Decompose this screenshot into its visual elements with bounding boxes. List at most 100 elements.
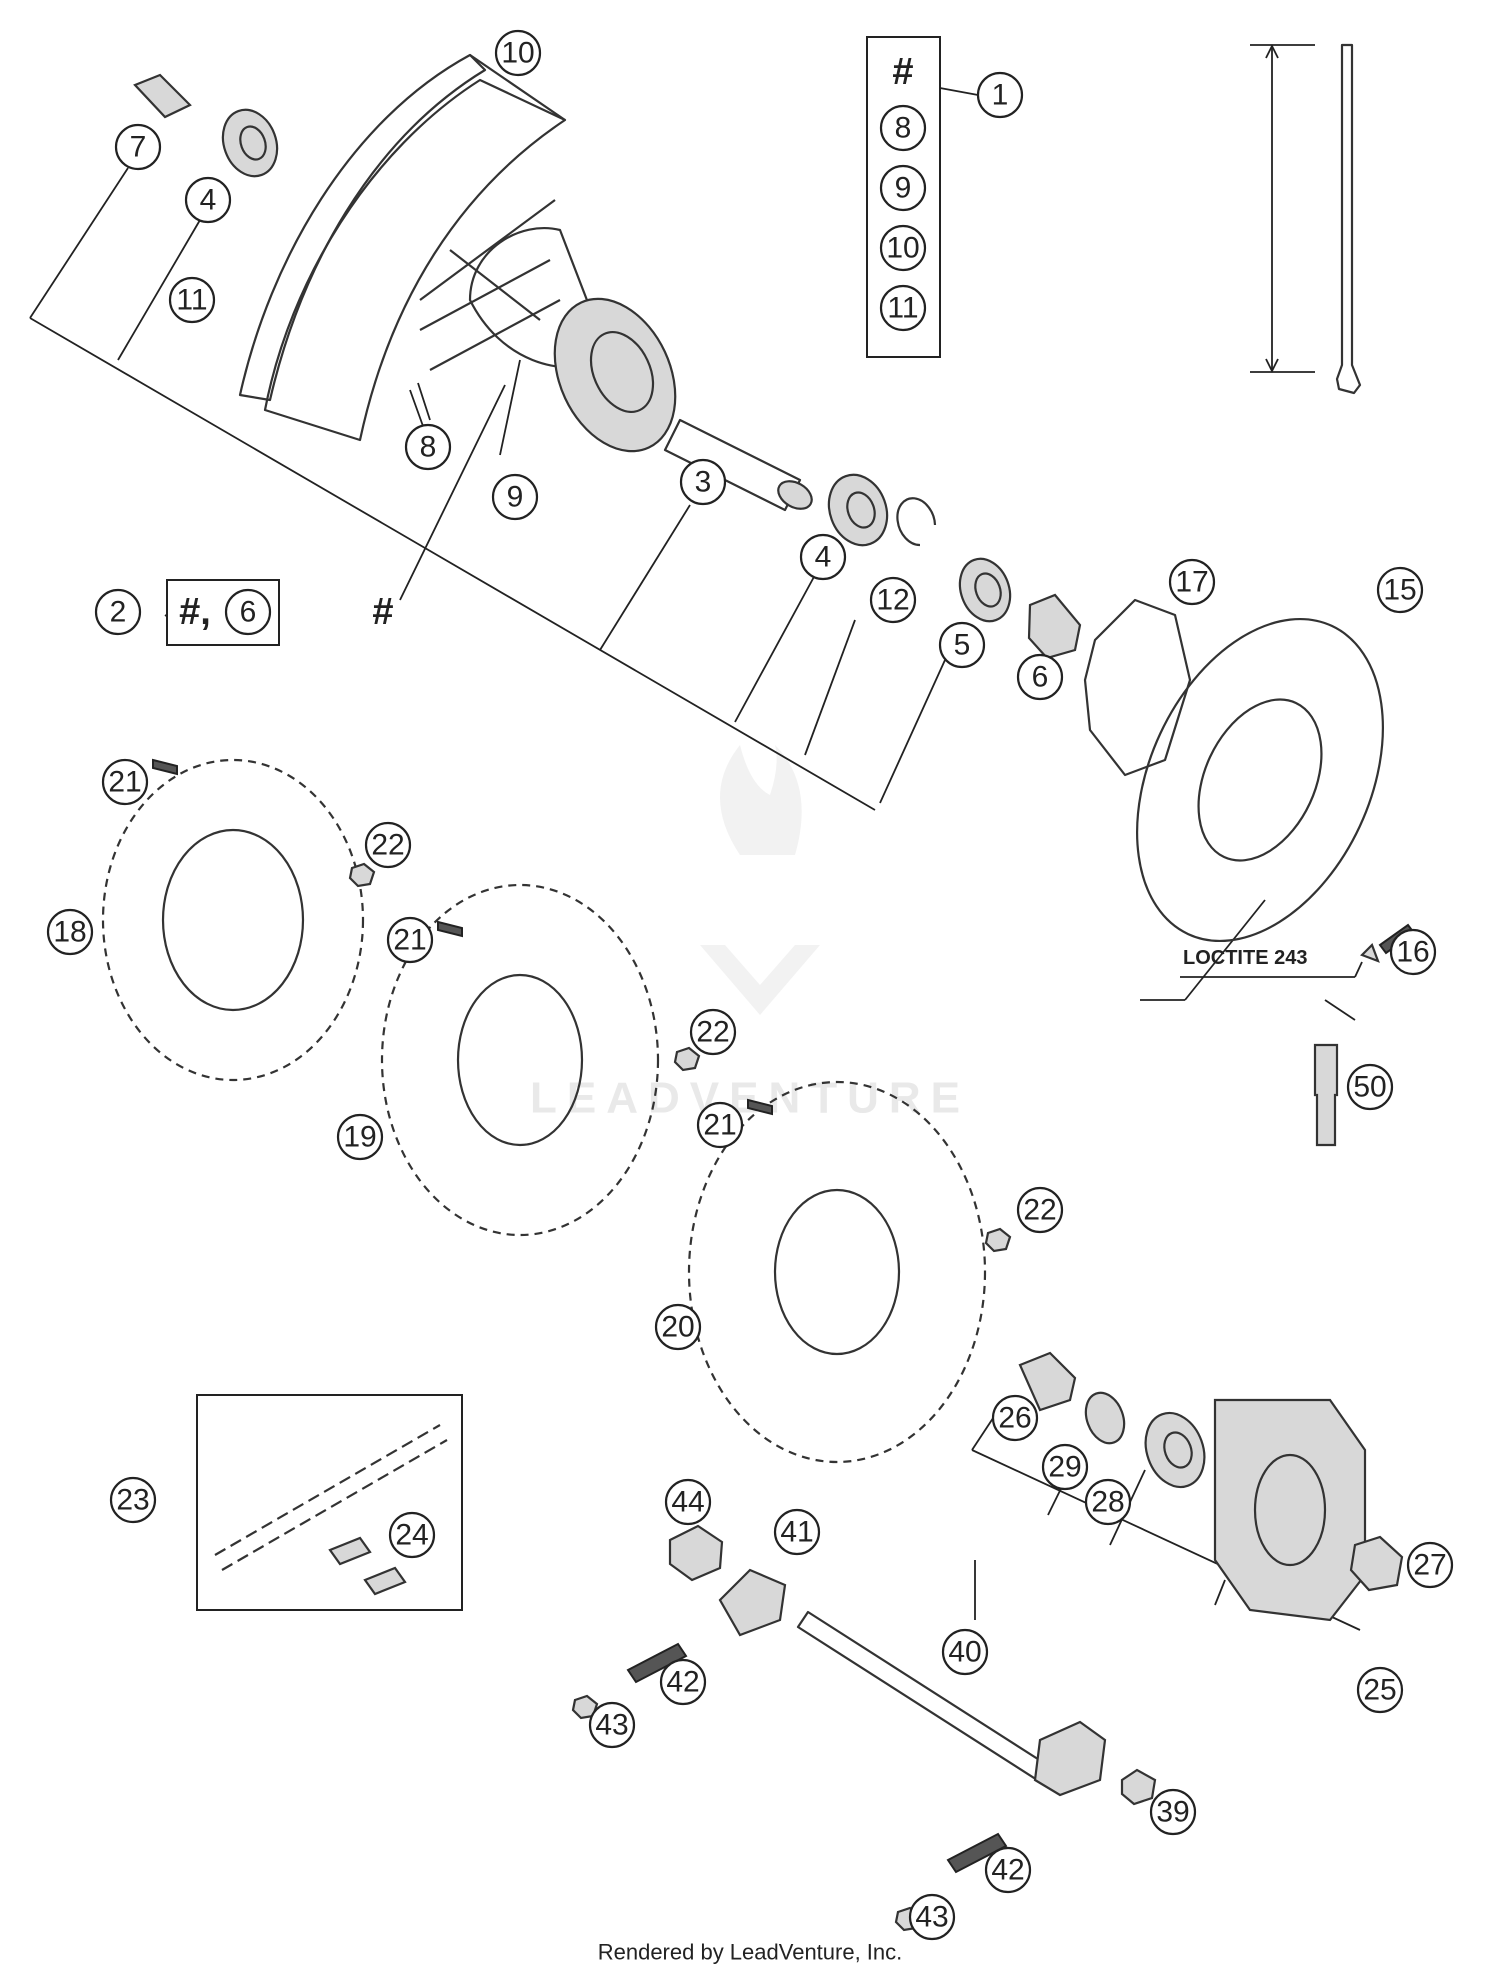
svg-text:21: 21 [703,1109,736,1142]
kit-box-1-item-11: 11 [879,284,927,332]
svg-text:10: 10 [501,37,534,70]
svg-text:23: 23 [116,1484,149,1517]
svg-text:28: 28 [1091,1486,1124,1519]
damper-rubbers [1349,1535,1404,1592]
callout-44: 44 [664,1478,712,1526]
callout-17: 17 [1168,558,1216,606]
kit-box-2-item-6: 6 [224,588,272,636]
svg-text:40: 40 [948,1636,981,1669]
axle-cap [1120,1768,1157,1806]
loctite-tube [1313,1043,1339,1147]
callout-4-mid: 4 [799,533,847,581]
sprocket-carrier [1213,1398,1367,1622]
watermark-text: LEADVENTURE [530,1074,970,1123]
callout-43-b: 43 [908,1893,956,1941]
watermark-logo [700,745,820,1015]
callout-39: 39 [1149,1788,1197,1836]
svg-text:43: 43 [595,1709,628,1742]
footer-credit: Rendered by LeadVenture, Inc. [598,1940,903,1965]
callout-22-c: 22 [1016,1186,1064,1234]
callout-19: 19 [336,1113,384,1161]
callout-10: 10 [494,29,542,77]
svg-text:11: 11 [176,284,207,317]
svg-text:8: 8 [420,431,437,464]
sprocket-19 [380,883,660,1237]
svg-text:26: 26 [998,1402,1031,1435]
svg-text:5: 5 [954,629,971,662]
svg-text:11: 11 [887,292,918,325]
sprocket-18 [101,758,365,1082]
circlip [896,497,937,547]
callout-8: 8 [404,423,452,471]
svg-text:4: 4 [815,541,832,574]
svg-text:10: 10 [886,232,919,265]
kit-box-1-item-9: 9 [879,164,927,212]
svg-text:17: 17 [1175,566,1208,599]
spacer-tube [663,418,813,512]
svg-text:2: 2 [110,596,127,629]
brake-disc [1136,617,1384,943]
callout-42-a: 42 [659,1658,707,1706]
sprocket-bolts [152,758,1012,1253]
callout-23: 23 [109,1476,157,1524]
svg-text:50: 50 [1353,1071,1386,1104]
rim [238,53,567,442]
callout-18: 18 [46,908,94,956]
callout-29: 29 [1041,1443,1089,1491]
svg-text:4: 4 [200,184,217,217]
svg-text:16: 16 [1396,936,1429,969]
svg-text:41: 41 [780,1516,813,1549]
callout-26: 26 [991,1394,1039,1442]
callout-50: 50 [1346,1063,1394,1111]
svg-text:19: 19 [343,1121,376,1154]
carrier-bushing [1018,1351,1077,1412]
callout-21-c: 21 [696,1101,744,1149]
axle [796,1610,1107,1797]
svg-text:22: 22 [371,829,404,862]
callout-43-a: 43 [588,1701,636,1749]
kit-box-2-hash: #, [179,591,211,633]
callout-27: 27 [1406,1541,1454,1589]
seal-ring [958,557,1012,623]
svg-text:22: 22 [1023,1194,1056,1227]
svg-text:24: 24 [395,1519,428,1552]
svg-text:44: 44 [671,1486,704,1519]
svg-text:29: 29 [1048,1451,1081,1484]
svg-text:7: 7 [130,131,147,164]
axle-nut [668,1524,724,1582]
loctite-label: LOCTITE 243 [1180,947,1363,978]
callout-15: 15 [1376,566,1424,614]
svg-text:18: 18 [53,916,86,949]
svg-text:8: 8 [895,112,912,145]
callout-40: 40 [941,1628,989,1676]
chain-adjuster [718,1568,787,1637]
bearing-top [221,108,279,178]
spacer-6 [1027,593,1082,660]
callout-21-a: 21 [101,758,149,806]
kit-box-1-hash: # [892,51,913,93]
callout-24: 24 [388,1511,436,1559]
svg-text:25: 25 [1363,1674,1396,1707]
callout-41: 41 [773,1508,821,1556]
callout-1: 1 [976,71,1024,119]
svg-text:27: 27 [1413,1549,1446,1582]
callout-22-b: 22 [689,1008,737,1056]
callout-28: 28 [1084,1478,1132,1526]
svg-text:LOCTITE 243: LOCTITE 243 [1183,947,1307,969]
callout-42-b: 42 [984,1846,1032,1894]
callout-25: 25 [1356,1666,1404,1714]
callout-22-a: 22 [364,821,412,869]
chain-box [196,1394,463,1611]
callout-5: 5 [938,621,986,669]
svg-text:3: 3 [695,466,712,499]
svg-text:43: 43 [915,1901,948,1934]
bushing-top [133,73,192,119]
callout-20: 20 [654,1303,702,1351]
svg-text:21: 21 [108,766,141,799]
svg-text:9: 9 [895,172,912,205]
callout-7: 7 [114,123,162,171]
callout-2: 2 [94,588,142,636]
kit-box-1-item-8: 8 [879,104,927,152]
sprocket-20 [687,1080,987,1464]
